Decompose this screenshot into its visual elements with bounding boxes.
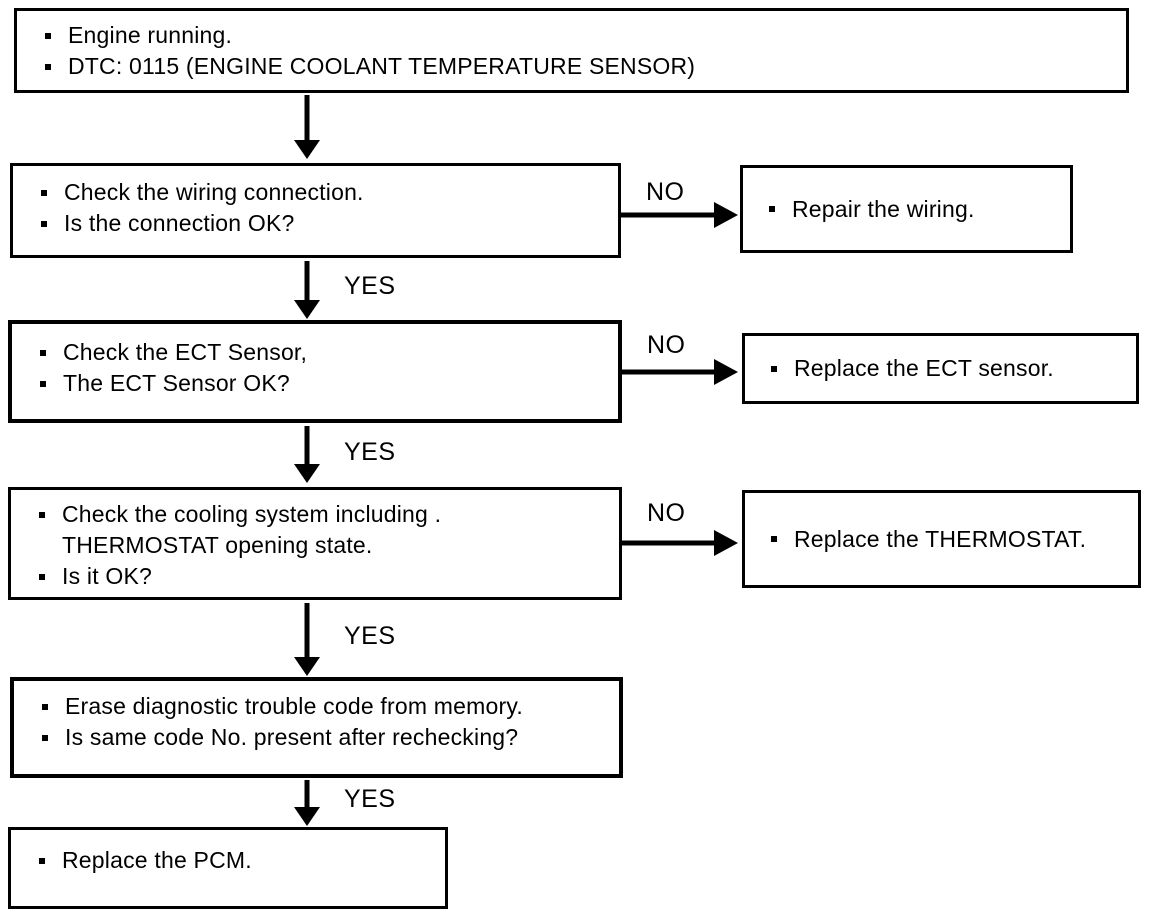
replace-thermostat-text: Replace the THERMOSTAT. [794, 525, 1087, 552]
no-arrow-2 [621, 359, 738, 385]
bullet-line: Check the cooling system including . [39, 499, 619, 530]
step3-line-1: Check the cooling system including . [62, 501, 442, 527]
bullet-line: Is the connection OK? [41, 208, 618, 239]
step2-line-2: The ECT Sensor OK? [63, 370, 290, 396]
bullet-line: Replace the PCM. [39, 845, 445, 876]
replace-ect-sensor-text: Replace the ECT sensor. [794, 355, 1054, 381]
bullet-line: Engine running. [45, 20, 1126, 51]
repair-wiring-text: Repair the wiring. [792, 195, 975, 222]
arrow-shaft [621, 540, 716, 546]
replace-pcm-content: Replace the PCM. [11, 830, 445, 876]
replace-pcm-text: Replace the PCM. [62, 847, 252, 873]
bullet-line: Erase diagnostic trouble code from memor… [42, 691, 619, 722]
bullet-marker [771, 365, 777, 372]
bullet-marker [40, 349, 46, 356]
no-label-3: NO [647, 499, 686, 527]
check-ect-sensor-text: Check the ECT Sensor, The ECT Sensor OK? [12, 324, 618, 399]
replace-thermostat-box: Replace the THERMOSTAT. [742, 490, 1141, 588]
arrow-shaft [304, 780, 310, 808]
arrow-head-icon [294, 657, 320, 676]
check-wiring-text: Check the wiring connection. Is the conn… [13, 166, 618, 239]
bullet-marker [39, 511, 45, 518]
yes-label-1: YES [344, 272, 396, 300]
down-arrow-3 [294, 426, 320, 483]
no-arrow-1 [620, 202, 738, 228]
repair-wiring-box: Repair the wiring. [740, 165, 1073, 253]
step4-line-1: Erase diagnostic trouble code from memor… [65, 693, 523, 719]
yes-label-3: YES [344, 622, 396, 650]
arrow-shaft [620, 212, 716, 218]
arrow-shaft [304, 426, 310, 465]
no-label-1: NO [646, 178, 685, 206]
bullet-marker [42, 734, 48, 741]
down-arrow-2 [294, 261, 320, 319]
arrow-head-icon [294, 300, 320, 319]
bullet-line: DTC: 0115 (ENGINE COOLANT TEMPERATURE SE… [45, 51, 1126, 82]
arrow-shaft [304, 261, 310, 301]
check-cooling-system-box: Check the cooling system including . THE… [8, 487, 622, 600]
down-arrow-1 [294, 95, 320, 159]
bullet-marker [41, 189, 47, 196]
bullet-line: The ECT Sensor OK? [40, 368, 618, 399]
arrow-shaft [304, 603, 310, 658]
bullet-marker [40, 380, 46, 387]
check-wiring-box: Check the wiring connection. Is the conn… [10, 163, 621, 258]
bullet-line: Is it OK? [39, 561, 619, 592]
bullet-line: Check the wiring connection. [41, 177, 618, 208]
replace-pcm-box: Replace the PCM. [8, 827, 448, 909]
arrow-head-icon [294, 464, 320, 483]
continuation-line: THERMOSTAT opening state. [39, 530, 619, 561]
erase-dtc-box: Erase diagnostic trouble code from memor… [10, 677, 623, 778]
bullet-marker [39, 857, 45, 864]
bullet-marker [39, 573, 45, 580]
replace-ect-sensor-box: Replace the ECT sensor. [742, 333, 1139, 404]
start-line-1: Engine running. [68, 22, 233, 48]
yes-label-2: YES [344, 438, 396, 466]
no-arrow-3 [621, 530, 738, 556]
bullet-line: Is same code No. present after recheckin… [42, 722, 619, 753]
bullet-marker [45, 32, 51, 39]
step3-line-3: Is it OK? [62, 563, 152, 589]
bullet-marker [45, 63, 51, 70]
down-arrow-5 [294, 780, 320, 826]
bullet-marker [41, 220, 47, 227]
step2-line-1: Check the ECT Sensor, [63, 339, 308, 365]
yes-label-4: YES [344, 785, 396, 813]
step3-line-2: THERMOSTAT opening state. [62, 532, 373, 558]
bullet-line: Check the ECT Sensor, [40, 337, 618, 368]
start-condition-box: Engine running. DTC: 0115 (ENGINE COOLAN… [14, 8, 1129, 93]
bullet-marker [42, 703, 48, 710]
arrow-head-icon [294, 140, 320, 159]
arrow-head-icon [714, 359, 738, 385]
step4-line-2: Is same code No. present after recheckin… [65, 724, 519, 750]
arrow-shaft [621, 369, 716, 375]
no-label-2: NO [647, 331, 686, 359]
arrow-head-icon [714, 530, 738, 556]
step1-line-2: Is the connection OK? [64, 210, 295, 236]
step1-line-1: Check the wiring connection. [64, 179, 364, 205]
down-arrow-4 [294, 603, 320, 676]
arrow-head-icon [294, 807, 320, 826]
check-cooling-system-text: Check the cooling system including . THE… [11, 490, 619, 592]
arrow-head-icon [714, 202, 738, 228]
bullet-marker [771, 536, 777, 542]
bullet-marker [769, 206, 775, 212]
check-ect-sensor-box: Check the ECT Sensor, The ECT Sensor OK? [8, 320, 622, 423]
arrow-shaft [304, 95, 310, 141]
start-condition-text: Engine running. DTC: 0115 (ENGINE COOLAN… [17, 11, 1126, 82]
erase-dtc-text: Erase diagnostic trouble code from memor… [14, 681, 619, 753]
start-line-2: DTC: 0115 (ENGINE COOLANT TEMPERATURE SE… [68, 53, 696, 79]
